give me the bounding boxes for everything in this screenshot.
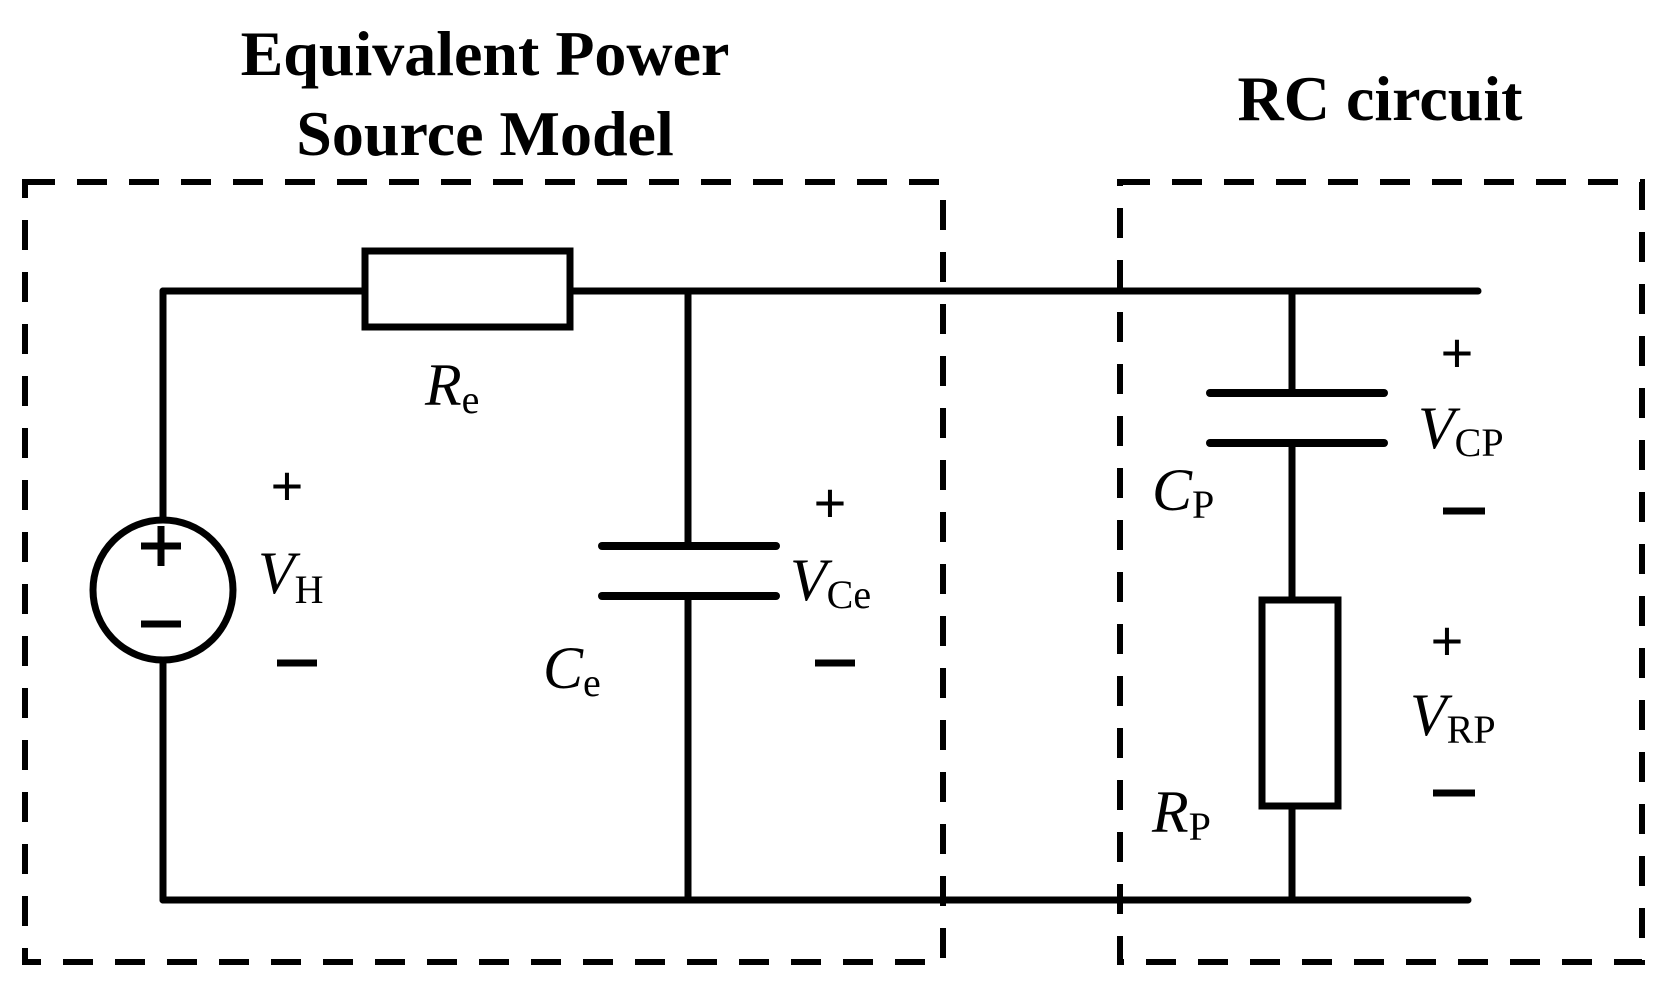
resistor-re — [361, 247, 574, 331]
label-cp: CP — [1152, 457, 1214, 527]
wires — [159, 287, 1482, 904]
vce-plus: + — [814, 471, 847, 534]
equivalent-source-box — [22, 179, 946, 965]
label-vh: VH — [258, 540, 324, 612]
title-equivalent-power: Equivalent Power — [241, 18, 730, 89]
label-ce: Ce — [543, 635, 601, 705]
title-rc-circuit: RC circuit — [1238, 63, 1524, 134]
resistor-rp — [1258, 596, 1342, 810]
vrp-plus: + — [1431, 609, 1464, 672]
title-source-model: Source Model — [296, 98, 673, 169]
label-rp: RP — [1151, 779, 1211, 849]
label-re: Re — [424, 352, 479, 422]
vh-plus: + — [271, 454, 304, 517]
label-vrp: VRP — [1410, 682, 1496, 752]
voltage-source-vh — [89, 516, 237, 664]
label-vcp: VCP — [1418, 395, 1504, 465]
vcp-plus: + — [1441, 321, 1474, 384]
rc-circuit-box — [1117, 179, 1645, 965]
label-vce: VCe — [790, 547, 871, 617]
